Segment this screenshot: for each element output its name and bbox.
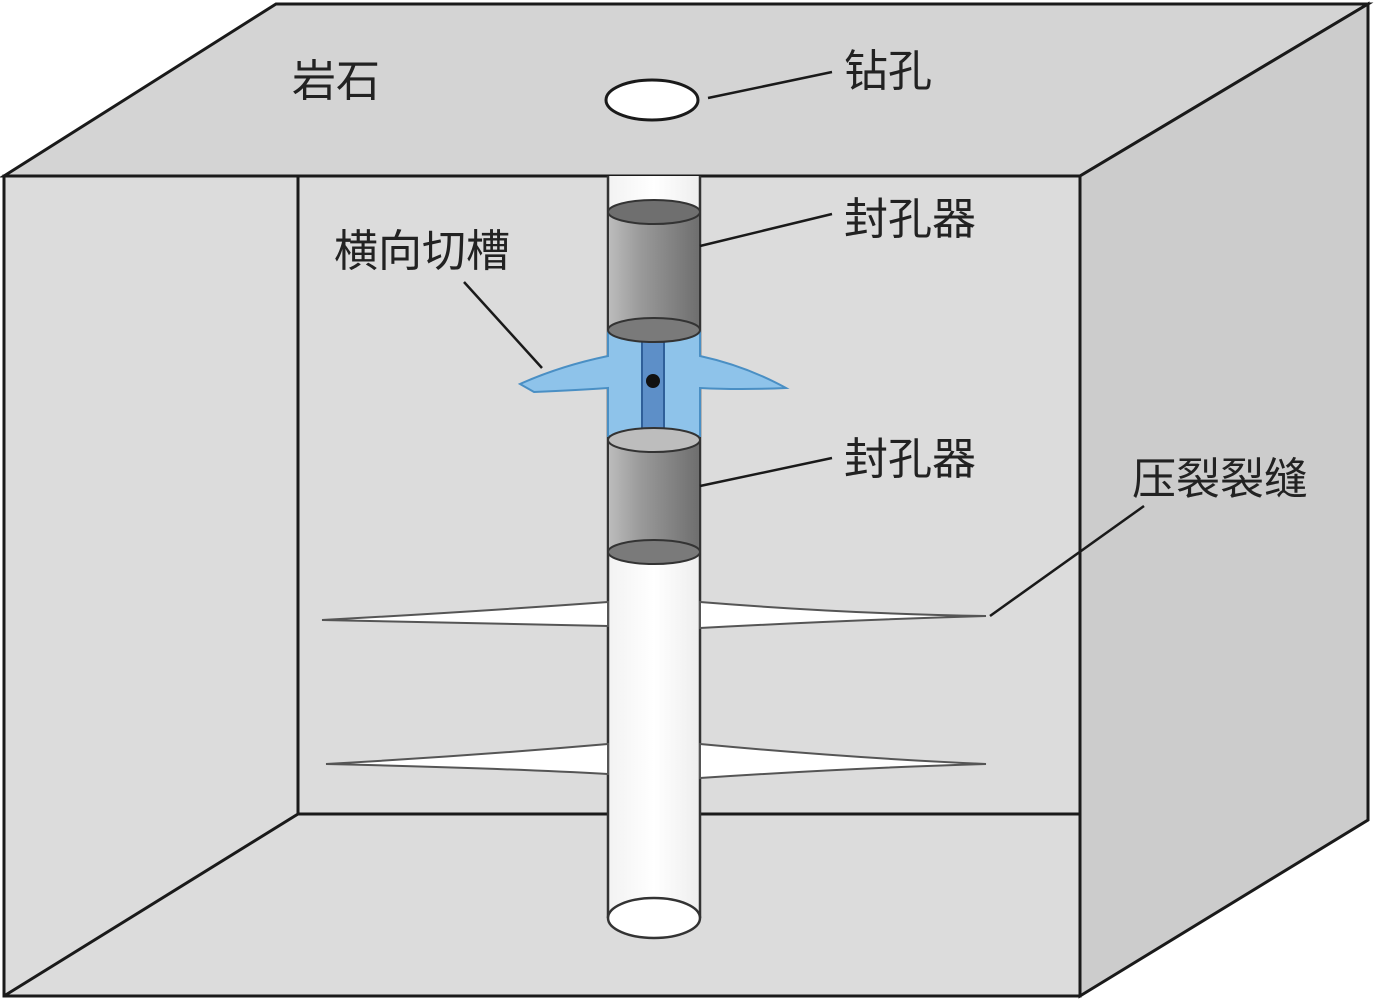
packer-lower (607, 427, 701, 565)
inner-floor-diagonal (3, 812, 299, 998)
transverse-slot (517, 329, 790, 439)
block-front-face (2, 174, 1082, 998)
label-packer-top: 封孔器 (844, 194, 976, 245)
slot-injection-port (646, 374, 660, 388)
fracture-upper (321, 600, 987, 630)
label-borehole: 钻孔 (844, 46, 932, 97)
label-fracture: 压裂裂缝 (1132, 454, 1308, 505)
borehole-bottom (606, 896, 702, 940)
label-transverse-slot: 横向切槽 (334, 226, 510, 277)
block-right-face (1078, 1, 1370, 999)
label-rock: 岩石 (292, 56, 380, 107)
leader-borehole (707, 70, 833, 100)
borehole-opening (604, 78, 700, 122)
leader-transverse-slot (463, 281, 543, 369)
leader-packer-bottom (699, 456, 833, 488)
leader-fracture (989, 504, 1145, 618)
packer-upper (607, 199, 701, 343)
label-packer-bottom: 封孔器 (844, 434, 976, 485)
fracture-lower (325, 742, 987, 780)
leader-packer-top (699, 212, 833, 248)
